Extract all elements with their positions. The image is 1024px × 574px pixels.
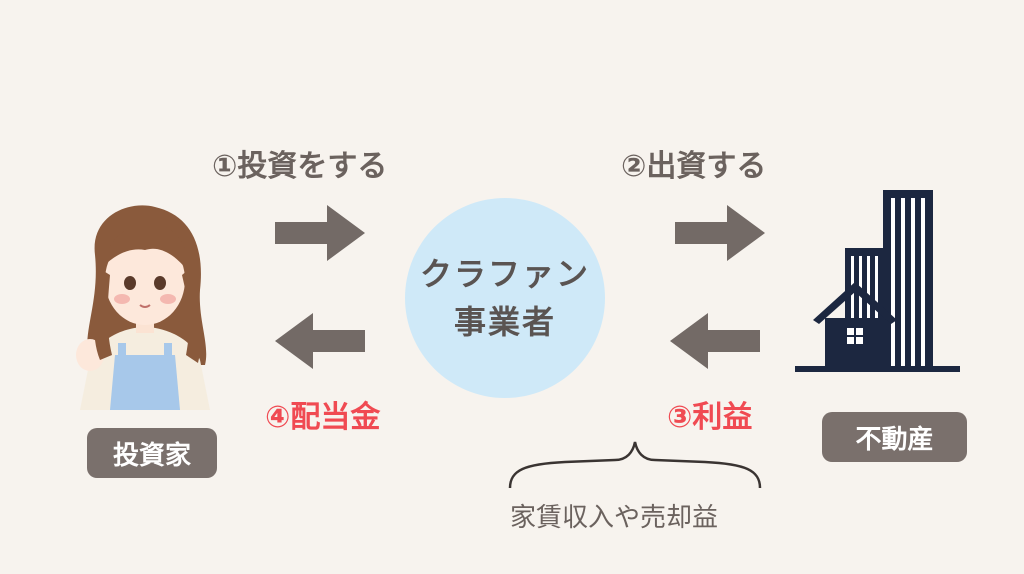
step3-label: ③利益 — [667, 400, 753, 435]
arrow-right-invest — [275, 205, 365, 261]
income-note: 家賃収入や売却益 — [510, 503, 719, 533]
step1-label: ①投資をする — [212, 149, 388, 184]
step2-label: ②出資する — [621, 149, 767, 184]
property-tag: 不動産 — [822, 412, 967, 462]
investor-tag: 投資家 — [87, 428, 217, 478]
curly-brace — [508, 441, 762, 489]
investor-illustration — [76, 205, 210, 410]
hub-circle: クラファン 事業者 — [405, 198, 605, 398]
arrow-left-profit — [670, 313, 760, 369]
hub-title-line2: 事業者 — [453, 303, 556, 341]
arrow-right-fund — [675, 205, 765, 261]
hub-title-line1: クラファン — [419, 255, 590, 293]
arrow-left-dividend — [275, 313, 365, 369]
building-illustration — [795, 190, 960, 372]
step4-label: ④配当金 — [265, 400, 381, 435]
